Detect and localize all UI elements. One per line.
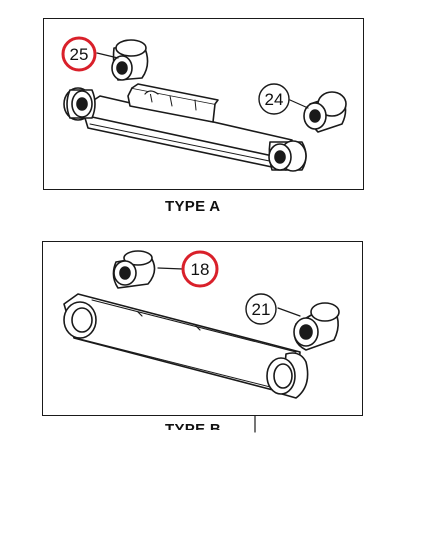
callout-24-ring xyxy=(258,83,290,115)
control-arm-type-a xyxy=(63,83,307,172)
callout-21: 21 xyxy=(245,293,277,325)
callout-21-ring xyxy=(245,293,277,325)
callout-25-ring xyxy=(61,36,97,72)
callout-18-label: 18 xyxy=(191,260,210,279)
control-arm-type-b xyxy=(63,293,309,399)
caption-type-a: TYPE A xyxy=(165,198,221,215)
bushing-25 xyxy=(111,39,149,81)
callout-18: 18 xyxy=(181,250,219,288)
callout-18-ring xyxy=(181,250,219,288)
callout-25-label: 25 xyxy=(70,45,89,64)
callout-25: 25 xyxy=(61,36,97,72)
bushing-21 xyxy=(293,302,340,351)
bushing-24 xyxy=(303,91,347,133)
callout-21-label: 21 xyxy=(252,300,271,319)
bushing-18 xyxy=(112,250,156,289)
callout-24: 24 xyxy=(258,83,290,115)
caption-type-b: TYPE B xyxy=(165,421,221,430)
callout-24-label: 24 xyxy=(265,90,284,109)
